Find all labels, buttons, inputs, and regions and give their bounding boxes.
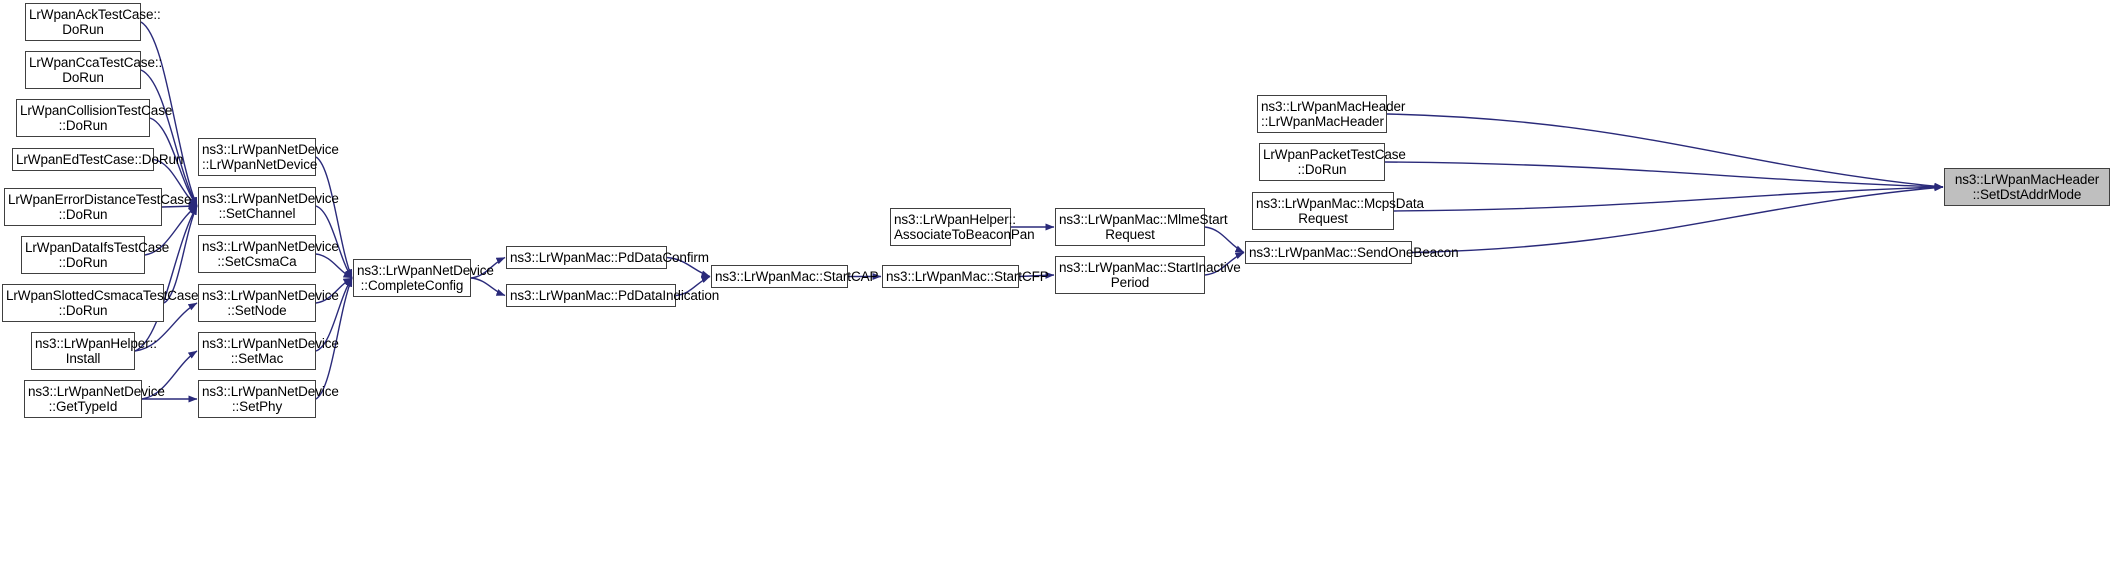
graph-edge-install-to-setchannel (134, 205, 198, 352)
graph-node-label: ns3::LrWpanMac::PdDataIndication (510, 287, 720, 303)
graph-edge-sendbeacon-to-target (1411, 184, 1944, 254)
graph-node-label: LrWpanPacketTestCase ::DoRun (1263, 146, 1406, 178)
graph-edge-mlmestart-to-sendbeacon (1204, 226, 1245, 254)
graph-node-label: ns3::LrWpanMac::StartCAP (715, 268, 879, 284)
graph-node-label: ns3::LrWpanNetDevice ::CompleteConfig (357, 262, 494, 294)
graph-node-label: ns3::LrWpanNetDevice ::SetNode (202, 287, 339, 319)
graph-node-setnode[interactable]: ns3::LrWpanNetDevice ::SetNode (198, 284, 339, 322)
graph-node-label: ns3::LrWpanMac::PdDataConfirm (510, 249, 709, 265)
graph-node-cca[interactable]: LrWpanCcaTestCase:: DoRun (25, 51, 163, 89)
graph-node-ed[interactable]: LrWpanEdTestCase::DoRun (12, 148, 184, 171)
graph-node-label: ns3::LrWpanMac::MlmeStart Request (1059, 211, 1228, 243)
graph-node-label: ns3::LrWpanMac::StartCFP (886, 268, 1049, 284)
graph-node-label: ns3::LrWpanMac::StartInactive Period (1059, 259, 1241, 291)
graph-node-label: ns3::LrWpanNetDevice ::SetChannel (202, 190, 339, 222)
graph-node-label: ns3::LrWpanNetDevice ::SetPhy (202, 383, 339, 415)
graph-node-assoc[interactable]: ns3::LrWpanHelper:: AssociateToBeaconPan (890, 208, 1035, 246)
graph-node-setcsmaca[interactable]: ns3::LrWpanNetDevice ::SetCsmaCa (198, 235, 339, 273)
graph-node-label: ns3::LrWpanMacHeader ::SetDstAddrMode (1954, 171, 2100, 203)
graph-node-pkttest[interactable]: LrWpanPacketTestCase ::DoRun (1259, 143, 1406, 181)
graph-node-ctor[interactable]: ns3::LrWpanNetDevice ::LrWpanNetDevice (198, 138, 339, 176)
graph-node-machdr[interactable]: ns3::LrWpanMacHeader ::LrWpanMacHeader (1257, 95, 1406, 133)
graph-node-install[interactable]: ns3::LrWpanHelper:: Install (31, 332, 157, 370)
graph-node-collision[interactable]: LrWpanCollisionTestCase ::DoRun (16, 99, 173, 137)
graph-node-label: ns3::LrWpanNetDevice ::LrWpanNetDevice (202, 141, 339, 173)
graph-node-label: LrWpanErrorDistanceTestCase ::DoRun (8, 191, 192, 223)
graph-node-setchannel[interactable]: ns3::LrWpanNetDevice ::SetChannel (198, 187, 339, 225)
graph-node-label: ns3::LrWpanMac::SendOneBeacon (1249, 244, 1459, 260)
graph-node-label: ns3::LrWpanHelper:: Install (35, 335, 157, 367)
graph-node-complete[interactable]: ns3::LrWpanNetDevice ::CompleteConfig (353, 259, 494, 297)
graph-node-startcap[interactable]: ns3::LrWpanMac::StartCAP (711, 265, 879, 288)
graph-node-mlmestart[interactable]: ns3::LrWpanMac::MlmeStart Request (1055, 208, 1228, 246)
graph-node-ack[interactable]: LrWpanAckTestCase:: DoRun (25, 3, 161, 41)
graph-node-startcfp[interactable]: ns3::LrWpanMac::StartCFP (882, 265, 1049, 288)
graph-node-label: ns3::LrWpanMacHeader ::LrWpanMacHeader (1261, 98, 1406, 130)
graph-node-label: ns3::LrWpanNetDevice ::SetCsmaCa (202, 238, 339, 270)
graph-node-slotted[interactable]: LrWpanSlottedCsmacaTestCase ::DoRun (2, 284, 199, 322)
graph-edge-ctor-to-complete (315, 156, 353, 279)
edge-group (134, 21, 1944, 403)
graph-node-mcpsdata[interactable]: ns3::LrWpanMac::McpsData Request (1252, 192, 1424, 230)
graph-node-label: LrWpanCollisionTestCase ::DoRun (20, 102, 173, 134)
graph-edge-mcpsdata-to-target (1393, 183, 1944, 212)
graph-node-setphy[interactable]: ns3::LrWpanNetDevice ::SetPhy (198, 380, 339, 418)
graph-edge-pkttest-to-target (1384, 161, 1944, 191)
graph-node-label: ns3::LrWpanHelper:: AssociateToBeaconPan (894, 211, 1035, 243)
graph-node-target[interactable]: ns3::LrWpanMacHeader ::SetDstAddrMode (1944, 168, 2110, 206)
graph-node-errdist[interactable]: LrWpanErrorDistanceTestCase ::DoRun (4, 188, 192, 226)
graph-edge-machdr-to-target (1386, 113, 1944, 190)
graph-node-gettypeid[interactable]: ns3::LrWpanNetDevice ::GetTypeId (24, 380, 165, 418)
graph-node-label: LrWpanEdTestCase::DoRun (16, 151, 184, 167)
graph-node-label: ns3::LrWpanNetDevice ::SetMac (202, 335, 339, 367)
graph-node-startinact[interactable]: ns3::LrWpanMac::StartInactive Period (1055, 256, 1241, 294)
graph-node-label: LrWpanDataIfsTestCase ::DoRun (25, 239, 170, 271)
graph-node-pdind[interactable]: ns3::LrWpanMac::PdDataIndication (506, 284, 720, 307)
graph-edge-complete-to-pdind (470, 277, 506, 297)
graph-node-label: ns3::LrWpanNetDevice ::GetTypeId (28, 383, 165, 415)
graph-node-setmac[interactable]: ns3::LrWpanNetDevice ::SetMac (198, 332, 339, 370)
graph-node-label: LrWpanCcaTestCase:: DoRun (29, 54, 163, 86)
graph-node-label: LrWpanSlottedCsmacaTestCase ::DoRun (6, 287, 199, 319)
graph-node-label: LrWpanAckTestCase:: DoRun (29, 6, 161, 38)
graph-node-sendbeacon[interactable]: ns3::LrWpanMac::SendOneBeacon (1245, 241, 1459, 264)
graph-node-label: ns3::LrWpanMac::McpsData Request (1256, 195, 1424, 227)
graph-edge-cca-to-setchannel (140, 69, 198, 207)
graph-edge-setcsmaca-to-complete (315, 253, 353, 279)
graph-node-pdconf[interactable]: ns3::LrWpanMac::PdDataConfirm (506, 246, 709, 269)
graph-node-dataifs[interactable]: LrWpanDataIfsTestCase ::DoRun (21, 236, 170, 274)
